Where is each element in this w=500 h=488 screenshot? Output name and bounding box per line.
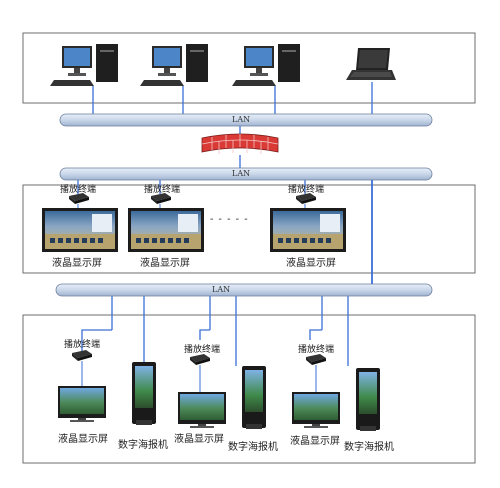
lan-label-2: LAN [232, 169, 250, 178]
lcd-display-label: 液晶显示屏 [140, 258, 190, 269]
player-terminal-label: 播放终端 [144, 185, 181, 195]
lan-bus-2 [59, 167, 433, 181]
digital-poster-kiosk-icon [356, 368, 380, 431]
digital-poster-label: 数字海报机 [344, 442, 394, 453]
lcd-display-label: 液晶显示屏 [58, 434, 108, 445]
middle-zone-frame [22, 184, 476, 274]
laptop-icon [346, 48, 396, 80]
player-terminal-label: 播放终端 [288, 185, 325, 195]
firewall-icon [201, 133, 279, 154]
lcd-display-label: 液晶显示屏 [290, 436, 340, 447]
lcd-screen-icon [58, 386, 106, 422]
lcd-screen-icon [292, 392, 340, 428]
bottom-terminal-links [81, 361, 317, 392]
top-zone-frame [22, 32, 476, 104]
ellipsis: - - - - - [210, 214, 249, 225]
player-terminal-icon [72, 350, 92, 361]
player-terminal-icon [190, 354, 210, 365]
terminal-links [77, 204, 306, 208]
lan-bus-3 [55, 283, 433, 297]
lcd-screen-icon [128, 208, 204, 252]
desktop-pc-icon [50, 44, 118, 86]
lan-label-3: LAN [212, 285, 230, 294]
player-terminal-icon [151, 193, 171, 204]
player-terminal-icon [296, 193, 316, 204]
lcd-display-label: 液晶显示屏 [286, 258, 336, 269]
player-terminal-label: 播放终端 [184, 345, 221, 355]
player-terminal-icon [69, 193, 89, 204]
digital-poster-label: 数字海报机 [118, 440, 168, 451]
digital-poster-kiosk-icon [132, 362, 156, 425]
lan-bus-1 [59, 113, 433, 127]
lcd-screen-icon [270, 208, 346, 252]
player-terminal-label: 播放终端 [60, 185, 97, 195]
player-terminal-label: 播放终端 [64, 340, 101, 350]
lcd-screen-icon [42, 208, 118, 252]
digital-poster-label: 数字海报机 [228, 442, 278, 453]
desktop-pc-icon [232, 44, 300, 86]
player-terminal-label: 播放终端 [298, 345, 335, 355]
network-links [77, 82, 373, 366]
lcd-screen-icon [178, 392, 226, 428]
lcd-display-label: 液晶显示屏 [174, 434, 224, 445]
lan-label-1: LAN [232, 115, 250, 124]
bottom-zone-frame [22, 314, 476, 464]
desktop-pc-icon [140, 44, 208, 86]
lcd-display-label: 液晶显示屏 [52, 258, 102, 269]
player-terminal-icon [306, 354, 326, 365]
digital-poster-kiosk-icon [242, 366, 266, 429]
